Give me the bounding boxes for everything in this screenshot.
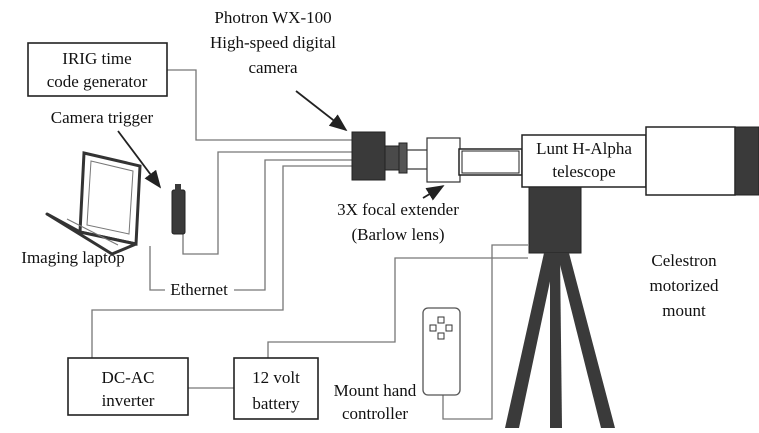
mount-head <box>528 186 582 254</box>
telescope-label-line1: Lunt H-Alpha <box>536 139 632 158</box>
ethernet-label: Ethernet <box>170 280 228 299</box>
tripod-leg-right <box>557 253 615 428</box>
mount-label-line2: motorized <box>650 276 719 295</box>
telescope-objective-tube <box>645 126 736 196</box>
irig-generator-box <box>27 42 168 97</box>
telescope-label-line2: telescope <box>552 162 615 181</box>
telescope-tube <box>521 134 647 188</box>
camera-label-line1: Photron WX-100 <box>214 8 331 27</box>
camera-label-line3: camera <box>248 58 298 77</box>
wires <box>91 69 528 420</box>
controller-label-line1: Mount hand <box>334 381 417 400</box>
imaging-laptop-label: Imaging laptop <box>21 248 124 267</box>
trigger-body <box>171 189 186 235</box>
focal-extender-housing <box>426 137 461 183</box>
camera-trigger-label: Camera trigger <box>51 108 154 127</box>
camera-trigger-device <box>171 184 186 235</box>
inverter-label-line1: DC-AC <box>102 368 155 387</box>
controller-button-up <box>437 316 445 324</box>
telescope-dew-shield <box>734 126 759 196</box>
telescope-eyepiece-inner <box>461 150 520 174</box>
wire-battery-mount <box>267 257 528 358</box>
focal-extender <box>406 149 430 170</box>
mount-label-line3: mount <box>662 301 706 320</box>
laptop-icon <box>45 151 142 256</box>
tripod-leg-left <box>505 253 556 428</box>
extender-label-line2: (Barlow lens) <box>351 225 444 244</box>
wire-ethernet-camera <box>234 159 352 291</box>
camera-assembly <box>351 131 461 183</box>
tripod-leg-center <box>550 253 562 428</box>
wire-inverter-camera <box>91 165 352 358</box>
camera-label-line2: High-speed digital <box>210 33 336 52</box>
laptop-base <box>45 212 138 256</box>
inverter-box <box>67 357 189 416</box>
irig-label-line2: code generator <box>47 72 148 91</box>
wire-irig-camera <box>167 69 352 141</box>
controller-button-right <box>445 324 453 332</box>
wire-laptop-ethernet <box>149 246 165 291</box>
hand-controller <box>422 307 461 396</box>
battery-box <box>233 357 319 420</box>
extender-label-line1: 3X focal extender <box>337 200 459 219</box>
laptop-keyboard <box>66 218 119 246</box>
motorized-mount <box>505 186 615 428</box>
extender-pointer-arrow <box>422 185 445 201</box>
mount-label-line1: Celestron <box>651 251 717 270</box>
telescope-eyepiece-tube <box>458 148 523 176</box>
wire-trigger-camera <box>182 151 352 255</box>
wire-controller-mount <box>442 244 528 420</box>
controller-button-left <box>429 324 437 332</box>
battery-label-line2: battery <box>252 394 300 413</box>
laptop-screen-inner <box>86 160 134 235</box>
camera-lens-ring <box>398 142 408 174</box>
camera-body <box>351 131 386 181</box>
camera-pointer-arrow <box>295 90 348 132</box>
battery-label-line1: 12 volt <box>252 368 300 387</box>
controller-label-line2: controller <box>342 404 408 423</box>
inverter-label-line2: inverter <box>102 391 155 410</box>
trigger-button <box>175 184 181 191</box>
telescope <box>458 126 759 196</box>
irig-label-line1: IRIG time <box>62 49 131 68</box>
hand-controller-body <box>422 307 461 396</box>
trigger-pointer-arrow <box>117 130 162 189</box>
controller-button-down <box>437 332 445 340</box>
